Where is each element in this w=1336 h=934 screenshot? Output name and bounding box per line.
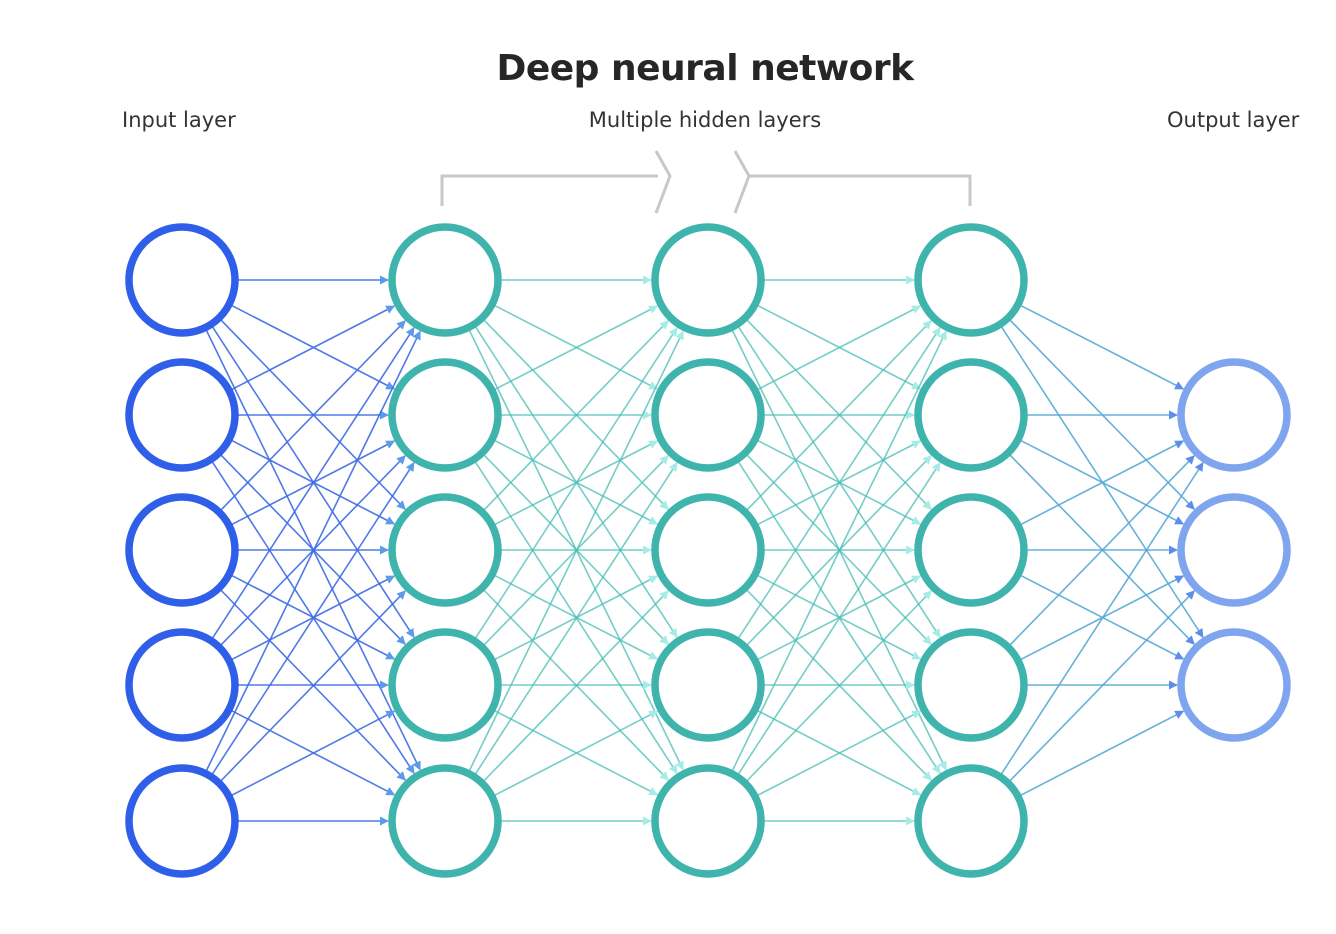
connection-edge — [219, 590, 406, 783]
connection-edge — [474, 327, 678, 640]
input-layer-label: Input layer — [122, 108, 236, 132]
input-neuron — [125, 358, 239, 472]
connection-edge — [1019, 439, 1185, 525]
connection-edge — [493, 304, 659, 390]
output-neuron — [1177, 493, 1291, 607]
output-layer-label: Output layer — [1167, 108, 1300, 132]
hidden-layers-label: Multiple hidden layers — [588, 108, 822, 132]
connection-edge — [756, 710, 922, 797]
hidden-neuron — [651, 358, 765, 472]
connection-edge — [1019, 440, 1185, 526]
hidden-neuron — [388, 764, 502, 878]
hidden-neuron — [651, 223, 765, 337]
connection-edge — [756, 574, 922, 660]
hidden-layers-bracket — [440, 150, 972, 214]
hidden-neuron — [914, 628, 1028, 742]
connection-edge — [493, 574, 659, 660]
connection-edge — [230, 304, 396, 390]
hidden-neuron — [388, 628, 502, 742]
connection-edge — [737, 327, 941, 640]
connection-edge — [482, 320, 669, 512]
input-neuron — [125, 628, 239, 742]
hidden-neuron — [388, 223, 502, 337]
connection-edge — [230, 305, 396, 391]
connection-edge — [493, 305, 659, 391]
hidden-neuron — [914, 493, 1028, 607]
connection-edge — [737, 462, 941, 776]
connection-edge — [482, 590, 669, 783]
diagram-title: Deep neural network — [496, 48, 914, 89]
connection-edge — [756, 439, 922, 525]
connection-edge — [211, 462, 415, 776]
connection-edge — [756, 304, 922, 390]
connection-edge — [1019, 574, 1185, 660]
hidden-neuron — [651, 628, 765, 742]
hidden-neuron — [914, 358, 1028, 472]
connection-edge — [230, 439, 396, 525]
connection-edge — [731, 330, 947, 772]
hidden-neuron — [651, 764, 765, 878]
input-neuron — [125, 764, 239, 878]
connection-edge — [1008, 590, 1195, 783]
connection-edge — [468, 330, 684, 772]
output-neuron — [1177, 358, 1291, 472]
neurons — [125, 223, 1291, 878]
hidden-neuron — [388, 358, 502, 472]
connection-edge — [493, 710, 659, 797]
connection-edge — [230, 574, 396, 660]
hidden-neuron — [914, 764, 1028, 878]
connection-edge — [745, 320, 932, 512]
hidden-neuron — [388, 493, 502, 607]
output-neuron — [1177, 628, 1291, 742]
connection-edge — [219, 320, 406, 512]
connection-edge — [474, 462, 678, 776]
connection-edge — [756, 305, 922, 391]
connection-edge — [1008, 455, 1195, 647]
input-neuron — [125, 223, 239, 337]
connection-edge — [211, 327, 415, 640]
input-neuron — [125, 493, 239, 607]
hidden-neuron — [651, 493, 765, 607]
connection-edge — [1019, 304, 1185, 390]
connection-edge — [493, 439, 659, 525]
connection-edge — [1000, 462, 1204, 776]
connection-edge — [205, 330, 421, 772]
hidden-neuron — [914, 223, 1028, 337]
connection-edge — [745, 590, 932, 783]
connections — [205, 275, 1204, 826]
connection-edge — [230, 710, 396, 797]
connection-edge — [1019, 710, 1185, 797]
